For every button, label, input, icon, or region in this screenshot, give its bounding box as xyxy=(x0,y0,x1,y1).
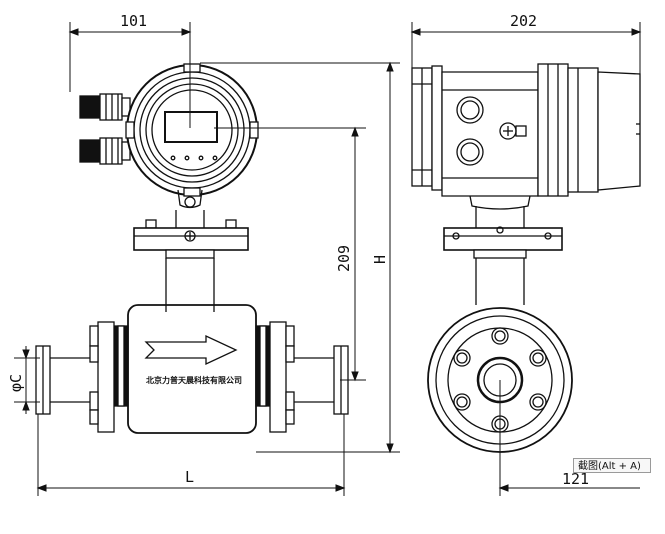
sensor-body: 北京力普天晨科技有限公司 xyxy=(127,304,257,434)
dim-height-short: 209 xyxy=(335,245,353,272)
flange-right xyxy=(255,321,349,433)
dim-side-lower: 121 xyxy=(562,470,589,488)
side-view xyxy=(411,63,641,453)
front-view: 北京力普天晨科技有限公司 xyxy=(35,63,349,434)
screenshot-tooltip: 截图(Alt + A) xyxy=(573,458,651,473)
dim-height-total: H xyxy=(371,255,389,264)
dim-front-width: 101 xyxy=(120,12,147,30)
cable-gland-upper xyxy=(79,93,131,121)
housing-neck xyxy=(133,189,249,305)
nameplate-text: 北京力普天晨科技有限公司 xyxy=(146,375,242,385)
dimension-lines-front xyxy=(14,22,400,496)
dim-side-width: 202 xyxy=(510,12,537,30)
flow-arrow-icon xyxy=(144,334,238,366)
converter-housing xyxy=(125,63,259,197)
dim-length: L xyxy=(185,468,194,486)
cable-gland-lower xyxy=(79,137,131,165)
flange-bolts xyxy=(453,327,547,433)
flange-left xyxy=(35,321,129,433)
dimension-lines-side xyxy=(410,22,642,496)
dim-pipe-diameter: φC xyxy=(7,374,25,392)
